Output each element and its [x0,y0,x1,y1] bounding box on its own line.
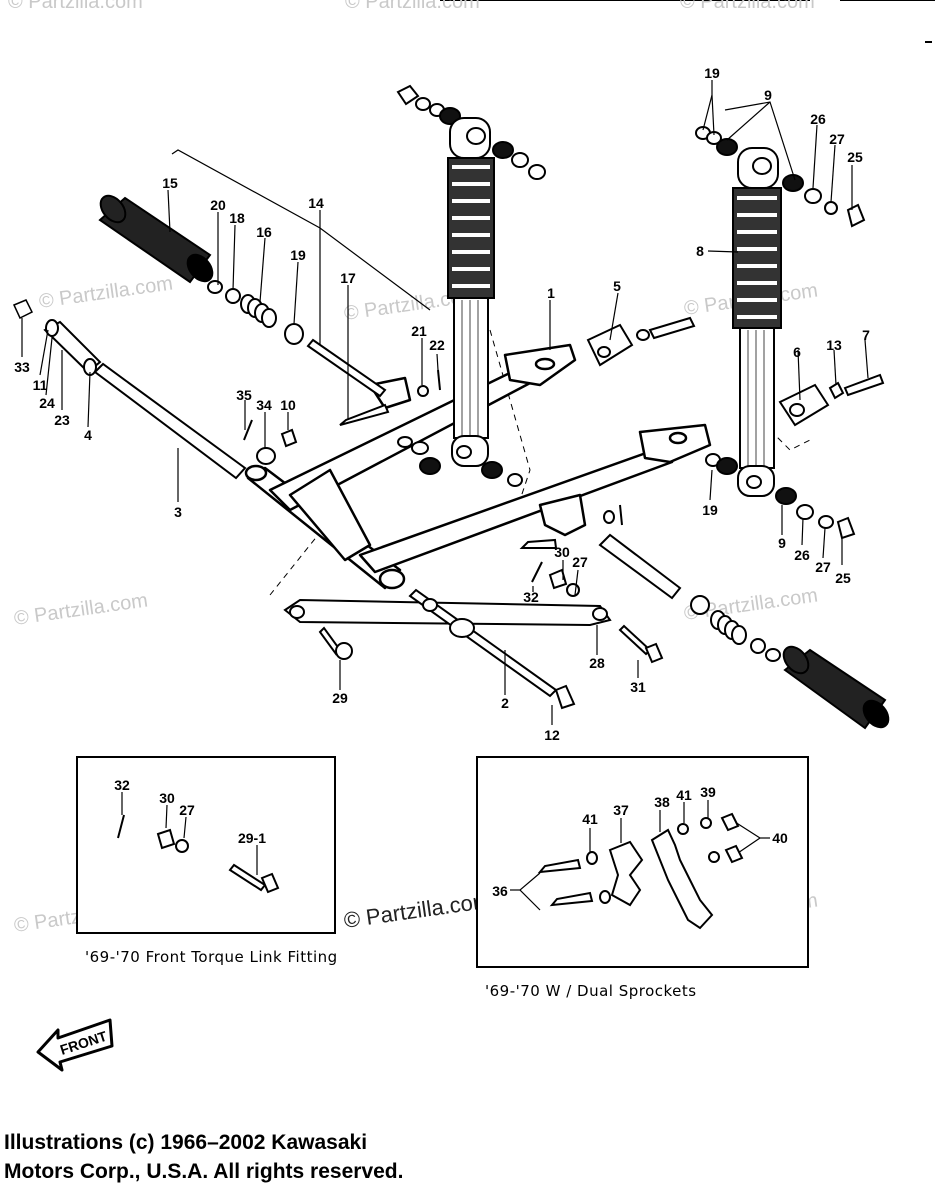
callout-label: 2 [501,695,509,711]
callout-label: 23 [54,412,70,428]
callout-label: 20 [210,197,226,213]
callout-label: 6 [793,344,801,360]
callout-label: 1 [547,285,555,301]
callout-label: 35 [236,387,252,403]
left-footpeg [98,194,304,345]
callout-label: 39 [700,784,716,800]
inset-right-caption: '69-'70 W / Dual Sprockets [485,982,697,1000]
watermark: © Partzilla.com [345,0,480,13]
right-footpeg [690,595,890,730]
callout-label: 17 [340,270,356,286]
callout-label: 3 [174,504,182,520]
watermark-center: © Partzilla.com [342,888,492,933]
callout-label: 38 [654,794,670,810]
callout-label: 36 [492,883,508,899]
callout-label: 9 [764,87,772,103]
copyright-line-1: Illustrations (c) 1966–2002 Kawasaki [4,1131,368,1154]
callout-label: 5 [613,278,621,294]
callout-label: 16 [256,224,272,240]
callout-label: 11 [33,377,48,393]
callout-label: 19 [290,247,306,263]
callout-label: 15 [162,175,178,191]
callout-label: 22 [429,337,445,353]
right-shock-absorber [695,126,866,540]
callout-label: 32 [114,777,130,793]
callout-label: 10 [280,397,296,413]
callout-label: 40 [772,830,788,846]
callout-label: 30 [554,544,570,560]
callout-label: 14 [308,195,324,211]
callout-label: 33 [14,359,30,375]
callout-label: 27 [572,554,588,570]
callout-label: 27 [179,802,195,818]
callout-labels: 19 9 26 27 25 8 15 20 18 16 14 19 17 1 5… [14,65,870,743]
callout-label: 28 [589,655,605,671]
callout-label: 19 [704,65,720,81]
callout-label: 27 [815,559,831,575]
callout-label: 9 [778,535,786,551]
watermark: © Partzilla.com [38,272,175,313]
callout-label: 25 [835,570,851,586]
watermark: © Partzilla.com [13,589,150,630]
callout-label: 19 [702,502,718,518]
callout-label: 29 [332,690,348,706]
callout-label: 34 [256,397,272,413]
pivot-shaft [12,299,247,480]
hardware [243,316,885,710]
callout-label: 25 [847,149,863,165]
callout-label: 41 [582,811,598,827]
leader-lines [21,80,869,725]
callout-label: 32 [523,589,539,605]
watermark: © Partzilla.com [680,0,815,13]
callout-label: 41 [676,787,692,803]
copyright-line-2: Motors Corp., U.S.A. All rights reserved… [4,1160,404,1183]
callout-label: 37 [613,802,629,818]
callout-label: 26 [810,111,826,127]
inset-left-caption: '69-'70 Front Torque Link Fitting [85,948,338,966]
callout-label: 24 [39,395,55,411]
watermark: © Partzilla.com [8,0,143,13]
top-edge-lines [440,0,935,43]
callout-label: 4 [84,427,92,443]
callout-label: 26 [794,547,810,563]
left-shock-absorber [396,84,546,487]
inset-dual-sprockets: 41 37 38 41 39 40 36 '69-'70 W / Dual Sp… [476,756,809,1000]
callout-label: 13 [826,337,842,353]
front-arrow-icon: FRONT [36,1018,114,1072]
callout-label: 30 [159,790,175,806]
callout-label: 29-1 [238,830,266,846]
callout-label: 18 [229,210,245,226]
copyright-notice: Illustrations (c) 1966–2002 Kawasaki Mot… [4,1128,403,1186]
callout-label: 7 [862,327,870,343]
callout-label: 8 [696,243,704,259]
callout-label: 27 [829,131,845,147]
callout-label: 21 [411,323,427,339]
callout-label: 12 [544,727,560,743]
inset-front-torque-link: 32 30 27 29-1 '69-'70 Front Torque Link … [76,756,338,966]
callout-label: 31 [630,679,646,695]
